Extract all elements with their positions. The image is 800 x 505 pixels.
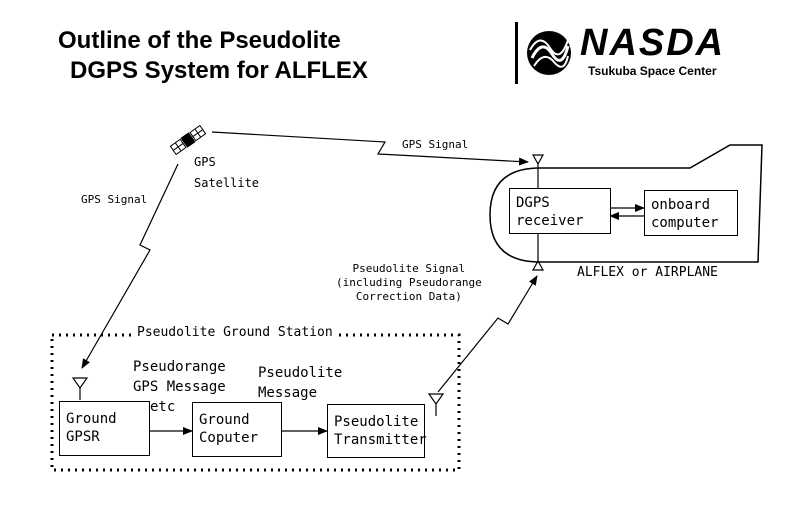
gps-signal-label-airplane: GPS Signal <box>402 138 469 151</box>
logo-divider <box>515 22 518 84</box>
dgps-receiver-line-1: DGPS <box>516 195 550 211</box>
satellite-label-line-2: Satellite <box>194 176 260 190</box>
pseudorange-message-label: Pseudorange GPS Message etc <box>133 357 226 417</box>
page-title: Outline of the Pseudolite DGPS System fo… <box>58 26 368 86</box>
ground-gpsr-antenna-icon <box>71 377 89 400</box>
pseudolite-transmitter-box: Pseudolite Transmitter <box>327 404 427 458</box>
ground-computer-line-1: Ground <box>199 412 250 428</box>
gps-signal-to-airplane-arrow <box>211 131 529 166</box>
dgps-receiver-line-2: receiver <box>516 213 584 229</box>
pseudolite-signal-line-1: Pseudolite Signal <box>352 262 466 275</box>
airplane-caption: ALFLEX or AIRPLANE <box>577 265 718 280</box>
onboard-computer-line-2: computer <box>651 215 719 231</box>
transmitter-line-2: Transmitter <box>334 432 427 448</box>
ground-station-title: Pseudolite Ground Station <box>133 325 337 340</box>
onboard-computer-box: onboard computer <box>644 190 738 236</box>
top-antenna-icon <box>531 154 545 188</box>
satellite-label-line-1: GPS <box>194 155 216 169</box>
logo-wordmark: NASDA <box>580 22 726 64</box>
pseudolite-message-line-2: Message <box>258 385 318 401</box>
satellite-label: GPS Satellite <box>194 152 259 194</box>
onboard-computer-line-1: onboard <box>651 197 711 213</box>
dgps-receiver-box: DGPS receiver <box>509 188 611 234</box>
pseudolite-signal-label: Pseudolite Signal (including Pseudorange… <box>336 262 482 304</box>
pseudorange-line-3: etc <box>150 399 176 415</box>
ground-computer-box: Ground Coputer <box>192 402 282 457</box>
ground-gpsr-line-1: Ground <box>66 411 117 427</box>
pseudolite-signal-arrow <box>437 275 538 393</box>
nasda-logo-icon <box>527 31 571 75</box>
gps-signal-to-ground-arrow <box>81 163 179 369</box>
title-line-2: DGPS System for ALFLEX <box>70 57 368 84</box>
title-line-1: Outline of the Pseudolite <box>58 27 341 54</box>
pseudolite-signal-line-3: Correction Data) <box>355 290 462 303</box>
airplane-outline <box>489 144 763 263</box>
pseudorange-line-2: GPS Message <box>133 379 226 395</box>
logo-subtitle: Tsukuba Space Center <box>588 64 717 78</box>
gps-signal-label-ground: GPS Signal <box>81 193 148 206</box>
pseudolite-signal-line-2: (including Pseudorange <box>336 276 482 289</box>
transmitter-line-1: Pseudolite <box>334 414 419 430</box>
satellite-icon <box>169 124 207 156</box>
ground-gpsr-box: Ground GPSR <box>59 401 150 456</box>
pseudolite-message-line-1: Pseudolite <box>258 365 343 381</box>
bottom-antenna-icon <box>531 234 545 271</box>
transmitter-antenna-icon <box>427 393 445 416</box>
ground-computer-line-2: Coputer <box>199 430 259 446</box>
pseudorange-line-1: Pseudorange <box>133 359 226 375</box>
ground-gpsr-line-2: GPSR <box>66 429 100 445</box>
pseudolite-message-label: Pseudolite Message <box>258 363 342 403</box>
